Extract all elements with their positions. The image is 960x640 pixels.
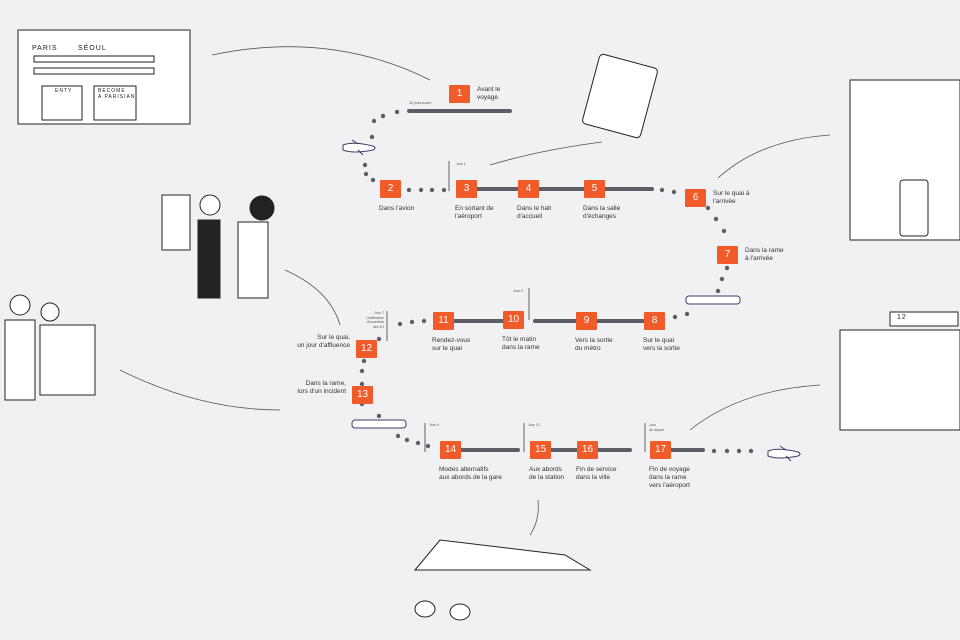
- path-dot: [721, 228, 727, 234]
- step-6-badge: 6: [685, 189, 706, 207]
- connector-arrow: [689, 384, 821, 431]
- path-dot: [359, 368, 365, 374]
- milestone-label: 30 jours avant: [409, 101, 431, 105]
- path-dot: [672, 314, 678, 320]
- step-11-badge: 11: [433, 312, 454, 330]
- path-dot: [404, 437, 410, 443]
- step-2-badge: 2: [380, 180, 401, 198]
- step-5-label: Dans la salle d'échanges: [583, 205, 621, 220]
- path-dot: [418, 187, 424, 193]
- connector-arrow: [489, 141, 603, 166]
- step-1-badge: 1: [449, 85, 470, 103]
- path-dot: [359, 381, 365, 387]
- connector-arrow: [284, 269, 341, 326]
- path-dot: [397, 321, 403, 327]
- step-13-badge: 13: [352, 386, 373, 404]
- path-dot: [369, 134, 375, 140]
- step-3-badge: 3: [456, 180, 477, 198]
- path-dot: [394, 109, 400, 115]
- sketch-card1: ENTY: [55, 88, 73, 94]
- step-14-label: Modes alternatifs aux abords de la gare: [439, 466, 502, 481]
- step-9-badge: 9: [576, 312, 597, 330]
- path-dot: [376, 336, 382, 342]
- path-dot: [376, 413, 382, 419]
- step-16-badge: 16: [577, 441, 598, 459]
- path-dot: [724, 265, 730, 271]
- illustration: [4, 29, 960, 621]
- path-dot: [748, 448, 754, 454]
- path-dot: [421, 318, 427, 324]
- step-6-label: Sur le quai à l'arrivée: [713, 190, 750, 205]
- connector-arrow: [119, 369, 281, 411]
- path-dot: [711, 448, 717, 454]
- step-17-badge: 17: [650, 441, 671, 459]
- path-dot: [659, 187, 665, 193]
- step-4-badge: 4: [518, 180, 539, 198]
- sketch-to: SÉOUL: [78, 45, 107, 52]
- path-dot: [715, 288, 721, 294]
- sketch-card2: BECOME A PARISIAN: [98, 88, 136, 100]
- path-dot: [724, 448, 730, 454]
- airplane-icon: [342, 139, 801, 462]
- step-14-badge: 14: [440, 441, 461, 459]
- milestone-label: Jour du départ: [649, 423, 664, 432]
- path-dot: [371, 118, 377, 124]
- milestone-label: Jour 3: [513, 289, 523, 293]
- path-dot: [395, 433, 401, 439]
- path-dot: [415, 440, 421, 446]
- milestone-label: Jour 7 Célébration d'ouverture des JO: [366, 311, 384, 329]
- step-13-label: Dans la rame, lors d'un incident: [297, 380, 346, 395]
- path-dot: [713, 216, 719, 222]
- step-8-badge: 8: [644, 312, 665, 330]
- path-dot: [736, 448, 742, 454]
- path-dot: [406, 187, 412, 193]
- step-15-label: Aux abords de la station: [529, 466, 565, 481]
- step-17-label: Fin de voyage dans la rame vers l'aéropo…: [649, 466, 690, 489]
- step-4-label: Dans le hall d'accueil: [517, 205, 551, 220]
- step-10-badge: 10: [503, 311, 524, 329]
- step-9-label: Vers la sortie du métro: [575, 337, 613, 352]
- path-dot: [409, 319, 415, 325]
- milestone-label: Jour 9: [429, 423, 439, 427]
- path-dot: [425, 443, 431, 449]
- step-15-badge: 15: [530, 441, 551, 459]
- path-dot: [363, 171, 369, 177]
- step-1-label: Avant le voyage: [477, 86, 501, 101]
- step-8-label: Sur le quai vers la sortie: [643, 337, 680, 352]
- step-7-badge: 7: [717, 246, 738, 264]
- step-11-label: Rendez-vous sur le quai: [432, 337, 471, 352]
- path-dot: [441, 187, 447, 193]
- path-dot: [380, 113, 386, 119]
- connector-arrow: [211, 46, 431, 81]
- path-dot: [429, 187, 435, 193]
- path-dot: [719, 276, 725, 282]
- path-dot: [684, 311, 690, 317]
- milestone-label: Jour 1: [456, 162, 466, 166]
- step-10-label: Tôt le matin dans la rame: [502, 336, 540, 351]
- metro-sign: 12: [897, 314, 907, 321]
- step-12-label: Sur le quai, un jour d'affluence: [297, 334, 350, 349]
- connector-arrow: [717, 134, 831, 179]
- path-dot: [361, 358, 367, 364]
- step-12-badge: 12: [356, 340, 377, 358]
- step-3-label: En sortant de l'aéroport: [455, 205, 494, 220]
- sketch-from: PARIS: [32, 45, 58, 52]
- step-5-badge: 5: [584, 180, 605, 198]
- path-dot: [671, 189, 677, 195]
- train-icon: [351, 295, 741, 429]
- path-dot: [705, 205, 711, 211]
- path-dot: [362, 162, 368, 168]
- step-2-label: Dans l'avion: [379, 205, 415, 212]
- path-dot: [370, 177, 376, 183]
- connector-arrow: [529, 499, 539, 536]
- milestone-label: Jour 12: [528, 423, 540, 427]
- step-7-label: Dans la rame à l'arrivée: [745, 247, 784, 262]
- step-16-label: Fin de service dans la ville: [576, 466, 617, 481]
